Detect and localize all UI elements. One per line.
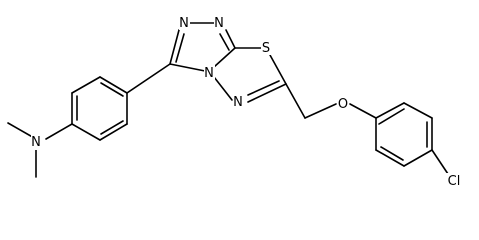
bond-phenyl-5: [99, 123, 128, 141]
atom-n-top-right: N: [214, 16, 224, 31]
bond-ring-ch2: [285, 83, 306, 119]
label-bg-s-ring: [261, 40, 272, 55]
bond-n-aryl: [45, 123, 73, 140]
bond-triazole-c-nbridge: [213, 47, 236, 68]
bond-aryl-triazole: [126, 63, 171, 94]
bond-clphenyl-5: [375, 149, 405, 167]
bond-clphenyl-5-inner: [380, 146, 404, 161]
bond-clphenyl-4: [403, 149, 433, 167]
label-bg-cl-sub: [445, 173, 463, 188]
bond-clphenyl-1-inner: [378, 108, 405, 125]
label-bg-n-top-right: [214, 15, 225, 30]
atom-labels: N N N N N S O Cl: [31, 15, 463, 189]
bond-thiadiazole-c-n: [247, 83, 287, 103]
bonds: [7, 22, 449, 178]
atom-n-lower: N: [233, 95, 243, 110]
atom-o-ether: O: [338, 97, 348, 112]
atom-s-ring: S: [262, 41, 270, 56]
label-bg-n-lower: [233, 94, 244, 109]
bond-thiadiazole-c-n-inner: [247, 80, 280, 96]
bond-phenyl-6: [71, 123, 101, 141]
bond-ch2-o: [304, 103, 337, 119]
bond-clphenyl-2: [403, 102, 433, 119]
label-bg-n-amine: [31, 135, 42, 150]
bond-o-aryl: [349, 103, 377, 119]
bond-triazole-n1-c: [225, 29, 236, 49]
bond-thiadiazole-s-c: [269, 54, 287, 85]
label-bg-o-ether: [337, 96, 349, 111]
atom-n-top-left: N: [179, 16, 189, 31]
bond-triazole-n1-c-inner: [219, 33, 230, 51]
label-bg-n-bridge: [204, 65, 215, 80]
molecule-structure-diagram: N N N N N S O Cl: [7, 15, 463, 189]
bond-aryl-cl: [431, 149, 449, 175]
label-bg-n-top-left: [179, 15, 190, 30]
bond-phenyl-2: [71, 76, 101, 94]
bond-clphenyl-1: [375, 102, 405, 119]
atom-n-amine: N: [31, 135, 41, 150]
bond-phenyl-3: [99, 76, 128, 94]
atom-cl-sub: Cl: [448, 174, 461, 189]
atom-n-bridge: N: [204, 66, 214, 81]
bond-triazole-nbridge-c3: [169, 63, 206, 72]
bond-phenyl-3-inner: [100, 82, 124, 97]
bond-thiadiazole-n-nbridge: [213, 76, 233, 101]
bond-triazole-c3-n2: [169, 29, 180, 65]
bond-triazole-c3-n2-inner: [175, 33, 185, 63]
bond-phenyl-5-inner: [100, 120, 124, 135]
